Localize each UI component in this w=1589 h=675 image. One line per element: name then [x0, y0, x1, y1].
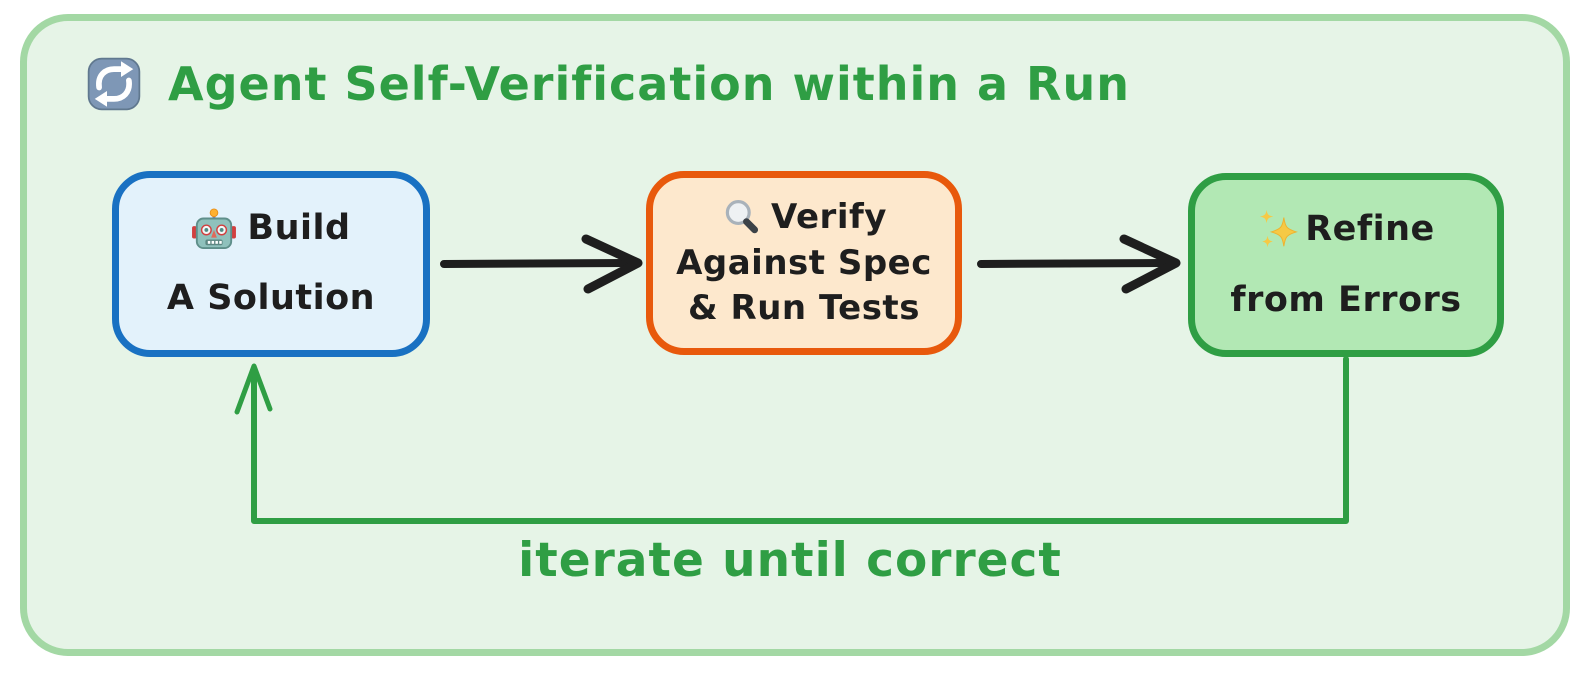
node-verify-against-spec: Verify Against Spec & Run Tests [646, 171, 962, 355]
sparkles-icon [1257, 207, 1303, 253]
node-verify-line1: Verify [771, 197, 887, 238]
node-build-line1: Build [247, 208, 351, 249]
magnifier-icon [721, 198, 761, 238]
node-refine-line2: from Errors [1230, 280, 1462, 321]
diagram-title-text: Agent Self-Verification within a Run [168, 57, 1130, 111]
robot-icon [191, 208, 237, 250]
node-build-a-solution: Build A Solution [112, 171, 430, 357]
diagram-title: Agent Self-Verification within a Run [86, 56, 1130, 112]
loop-label: iterate until correct [518, 533, 1062, 588]
node-build-line2: A Solution [166, 278, 376, 318]
repeat-icon [86, 56, 142, 112]
node-verify-line2: Against Spec [676, 242, 932, 283]
node-refine-from-errors: Refine from Errors [1188, 173, 1504, 357]
node-refine-line1: Refine [1305, 209, 1435, 250]
node-verify-line3: & Run Tests [688, 288, 920, 329]
